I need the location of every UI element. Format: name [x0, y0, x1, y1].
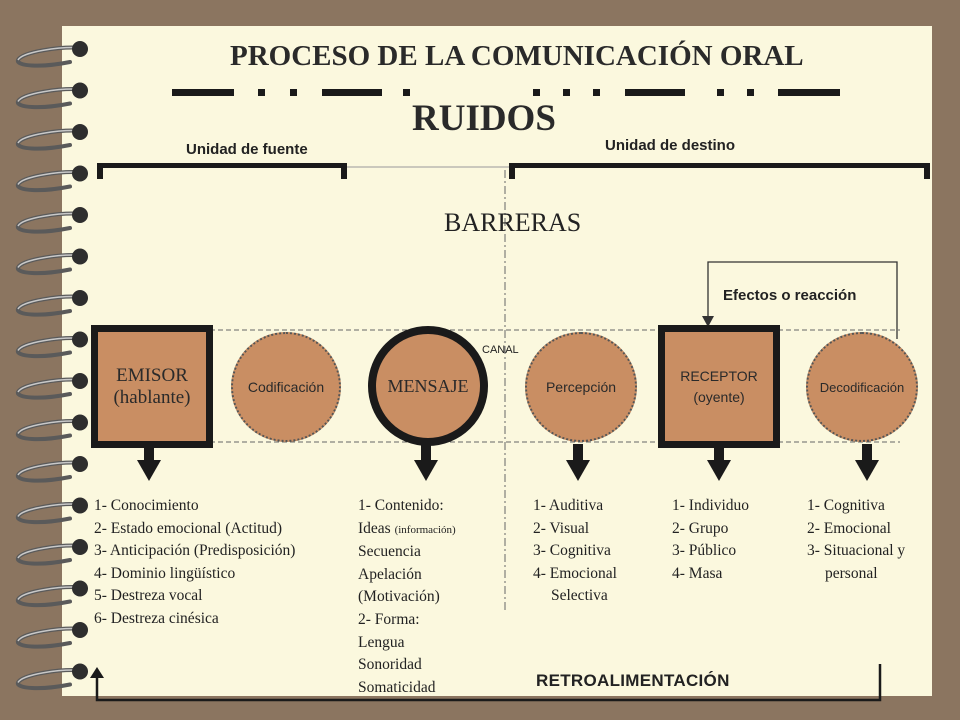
percepcion-label: Percepción: [545, 379, 617, 395]
ideas-text: Ideas: [358, 519, 395, 537]
percepcion-list: 1- Auditiva 2- Visual 3- Cognitiva 4- Em…: [533, 495, 617, 608]
canal-label: CANAL: [482, 344, 519, 356]
emisor-box: EMISOR(hablante): [91, 325, 213, 448]
list-item: Somaticidad: [358, 678, 436, 696]
list-item: 3- Cognitiva: [533, 542, 611, 560]
codificacion-label: Codificación: [247, 379, 325, 395]
unidad-fuente-label: Unidad de fuente: [186, 141, 308, 158]
unidad-fuente-bracket: [97, 163, 347, 179]
mensaje-node: MENSAJE: [368, 326, 488, 446]
emisor-subtitle: (hablante): [113, 386, 191, 408]
emisor-down-arrow: [137, 444, 161, 481]
list-item: 2- Forma:: [358, 610, 420, 628]
list-item: 2- Visual: [533, 519, 590, 537]
list-item: Apelación: [358, 565, 422, 583]
binding-ring-icon: [16, 165, 88, 193]
list-item: personal: [825, 564, 878, 582]
percepcion-node: Percepción: [525, 332, 637, 442]
unidad-destino-label: Unidad de destino: [605, 137, 736, 154]
list-item: (Motivación): [358, 588, 440, 606]
list-item: Selectiva: [551, 587, 608, 605]
list-item: 1- Individuo: [672, 497, 750, 514]
title-dash-line: [172, 89, 840, 96]
binding-ring-icon: [16, 331, 88, 359]
receptor-down-arrow: [707, 444, 731, 481]
receptor-title: RECEPTOR: [680, 367, 758, 384]
receptor-list: 1- Individuo 2- Grupo 3- Público 4- Masa: [672, 495, 749, 585]
informacion-text: (información): [394, 523, 456, 536]
list-item: 2- Estado emocional (Actitud): [94, 519, 283, 537]
decodificacion-list: 1- Cognitiva 2- Emocional 3- Situacional…: [807, 495, 905, 585]
list-item: 3- Anticipación (Predisposición): [94, 542, 296, 560]
list-item: 3- Público: [672, 542, 737, 560]
receptor-subtitle: (oyente): [693, 388, 745, 405]
binding-ring-icon: [16, 414, 88, 442]
list-item: 4- Dominio lingüístico: [94, 564, 236, 582]
binding-ring-icon: [16, 207, 88, 234]
emisor-list: 1- Conocimiento 2- Estado emocional (Act…: [94, 495, 295, 631]
emisor-title: EMISOR: [116, 364, 188, 386]
binding-ring-icon: [16, 497, 88, 525]
decodificacion-down-arrow: [855, 444, 879, 481]
list-item: 2- Emocional: [807, 519, 891, 537]
list-item: 6- Destreza cinésica: [94, 609, 219, 627]
list-item: 1- Contenido:: [358, 497, 444, 514]
binding-ring-icon: [16, 663, 88, 691]
page-title: PROCESO DE LA COMUNICACIÓN ORAL: [230, 40, 804, 72]
receptor-box: RECEPTOR (oyente): [658, 325, 780, 448]
list-item: Sonoridad: [358, 656, 422, 674]
spiral-binding: [16, 41, 88, 691]
list-item: 2- Grupo: [672, 519, 729, 537]
binding-ring-icon: [16, 580, 88, 608]
decodificacion-label: Decodificación: [819, 379, 905, 395]
binding-ring-icon: [16, 456, 88, 483]
efectos-label: Efectos o reacción: [723, 287, 857, 304]
unidad-destino-bracket: [509, 163, 930, 179]
binding-ring-icon: [16, 248, 88, 276]
list-item: Ideas (información): [358, 518, 456, 542]
efectos-arrowhead: [702, 316, 714, 327]
binding-ring-icon: [16, 290, 88, 317]
retroalimentacion-bracket: [95, 664, 882, 702]
binding-ring-icon: [16, 82, 88, 110]
list-item: Secuencia: [358, 543, 421, 561]
ruidos-label: RUIDOS: [412, 98, 556, 139]
decodificacion-node: Decodificación: [806, 332, 918, 442]
list-item: Lengua: [358, 633, 405, 651]
list-item: 4- Emocional: [533, 564, 617, 582]
list-item: 5- Destreza vocal: [94, 587, 203, 605]
binding-ring-icon: [16, 622, 88, 649]
list-item: 3- Situacional y: [807, 542, 906, 560]
list-item: 1- Conocimiento: [94, 497, 199, 514]
retro-arrowhead: [90, 667, 104, 678]
binding-ring-icon: [16, 124, 88, 151]
barreras-label: BARRERAS: [444, 208, 582, 237]
binding-ring-icon: [16, 41, 88, 68]
efectos-loop-line: [707, 261, 898, 339]
mensaje-list: 1- Contenido: Ideas (información) Secuen…: [358, 495, 456, 699]
mensaje-label: MENSAJE: [387, 375, 469, 396]
list-item: 1- Cognitiva: [807, 497, 885, 514]
list-item: 1- Auditiva: [533, 497, 604, 514]
mensaje-down-arrow: [414, 444, 438, 481]
list-item: 4- Masa: [672, 564, 723, 582]
percepcion-down-arrow: [566, 444, 590, 481]
retroalimentacion-label: RETROALIMENTACIÓN: [536, 671, 730, 690]
codificacion-node: Codificación: [231, 332, 341, 442]
binding-ring-icon: [16, 539, 88, 566]
binding-ring-icon: [16, 373, 88, 400]
